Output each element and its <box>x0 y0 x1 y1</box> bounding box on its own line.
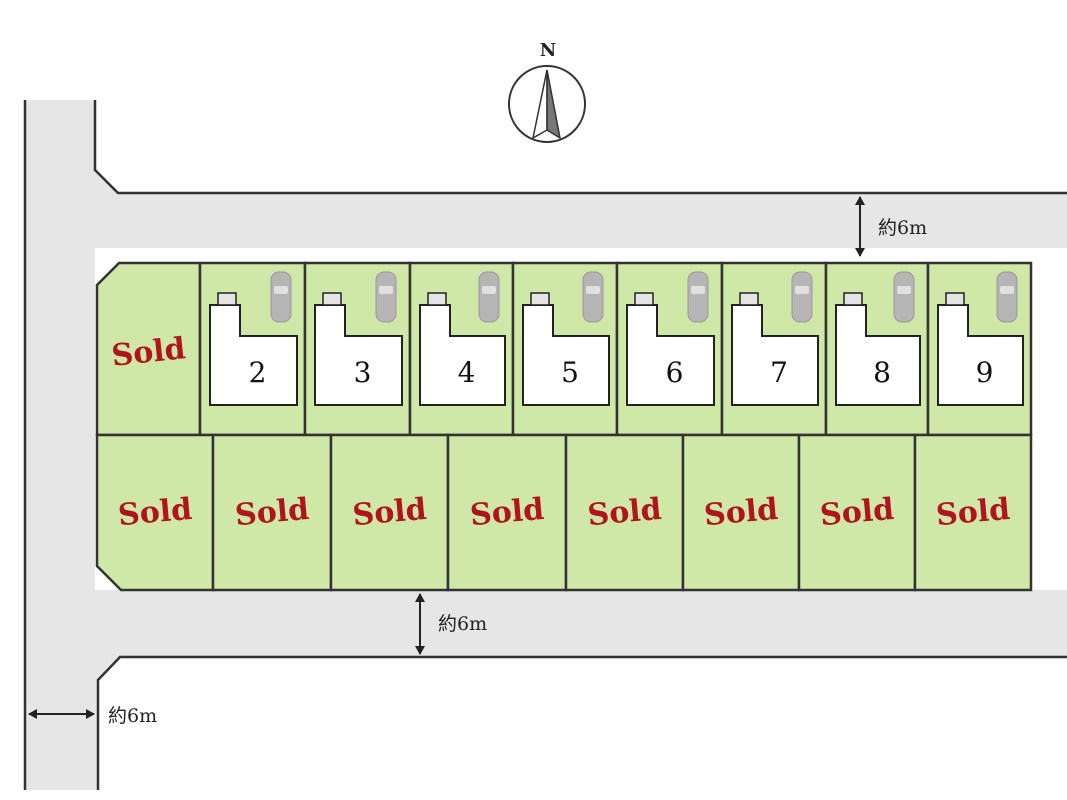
lot-bottom-1[interactable] <box>95 433 215 592</box>
lot-number: 4 <box>458 356 476 389</box>
lot-number: 8 <box>873 356 891 389</box>
annex-icon <box>739 292 759 306</box>
north-road-width: 約6m <box>878 217 927 239</box>
house-footprint <box>626 304 715 406</box>
compass-circle <box>508 65 586 143</box>
annex-icon <box>217 292 237 306</box>
sold-label: Sold <box>234 492 311 533</box>
road-edge-line <box>96 655 1067 790</box>
house-footprint <box>731 304 819 406</box>
car-icon <box>791 271 813 323</box>
car-icon <box>582 271 604 323</box>
sold-label: Sold <box>351 492 428 533</box>
annex-icon <box>945 292 965 306</box>
dimension-north: 約6m <box>855 196 927 257</box>
sold-label: Sold <box>819 492 896 533</box>
annex-icon <box>634 292 654 306</box>
roads <box>23 100 1067 790</box>
compass-needle-icon <box>546 69 562 140</box>
west-road-width: 約6m <box>108 705 157 727</box>
house-footprint <box>937 304 1024 406</box>
house-footprint <box>314 304 403 406</box>
lot-number: 3 <box>354 356 372 389</box>
compass-label: N <box>540 40 556 61</box>
car-icon <box>893 271 915 323</box>
dimension-west: 約6m <box>28 705 157 727</box>
dimension-south: 約6m <box>415 593 487 655</box>
house-footprint <box>835 304 921 406</box>
road-west-north <box>25 100 1067 248</box>
sold-label: Sold <box>703 492 780 533</box>
south-road-width: 約6m <box>438 613 487 635</box>
car-icon <box>687 271 709 323</box>
sold-label: Sold <box>110 331 187 374</box>
sold-label: Sold <box>935 492 1012 533</box>
annex-icon <box>427 292 447 306</box>
lot-number: 6 <box>666 356 684 389</box>
road-edge-line <box>93 100 1067 195</box>
sold-label: Sold <box>117 492 194 533</box>
lot-number: 9 <box>976 356 994 389</box>
sold-label: Sold <box>586 492 663 533</box>
sold-label: Sold <box>469 492 546 533</box>
lot-number: 5 <box>561 356 579 389</box>
car-icon <box>996 271 1018 323</box>
annex-icon <box>322 292 342 306</box>
houses <box>209 271 1024 406</box>
lot-number: 2 <box>249 356 267 389</box>
house-footprint <box>209 304 298 406</box>
car-icon <box>375 271 397 323</box>
road-south <box>25 590 1067 790</box>
car-icon <box>270 271 292 323</box>
car-icon <box>478 271 500 323</box>
lot-bottom-8[interactable] <box>913 433 1033 592</box>
house-footprint <box>522 304 610 406</box>
annex-icon <box>530 292 550 306</box>
annex-icon <box>843 292 863 306</box>
compass-needle-icon <box>531 69 548 140</box>
house-footprint <box>419 304 506 406</box>
lot-number: 7 <box>770 356 788 389</box>
north-compass: N <box>508 40 586 143</box>
